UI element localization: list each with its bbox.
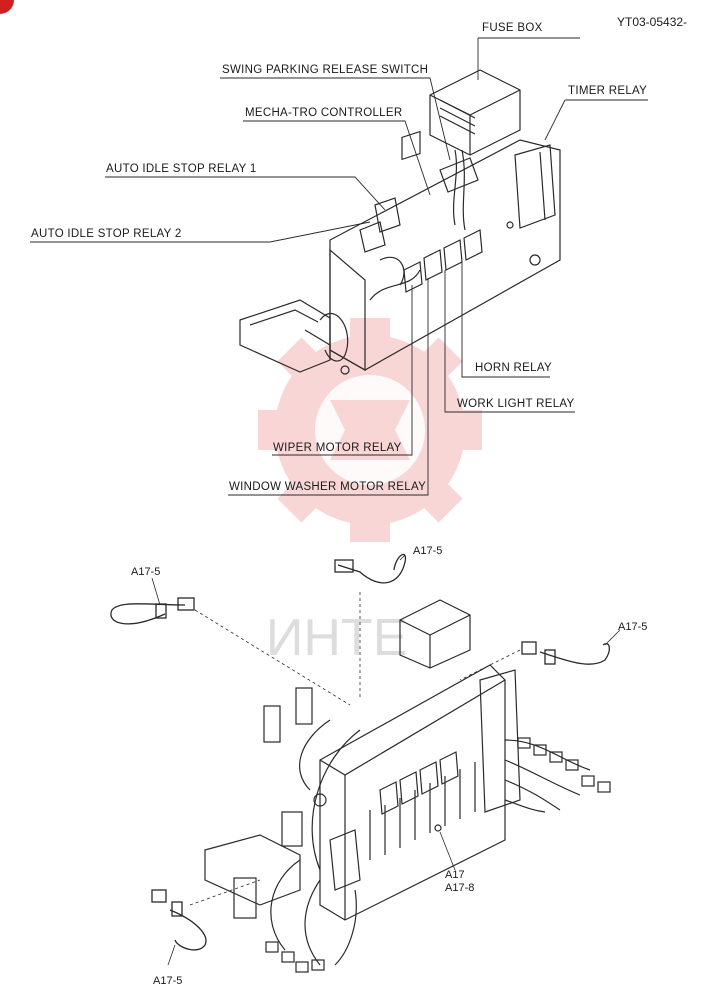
- upper-assembly: [239, 69, 561, 375]
- label-work-light-relay: WORK LIGHT RELAY: [457, 398, 575, 410]
- label-fuse-box: FUSE BOX: [482, 22, 543, 34]
- label-timer-relay: TIMER RELAY: [568, 85, 648, 97]
- ref-a17-8: A17-8: [445, 882, 475, 894]
- leader-lines-upper: [30, 37, 648, 496]
- label-window-washer-motor-relay: WINDOW WASHER MOTOR RELAY: [229, 481, 427, 493]
- watermark-logo: [258, 318, 482, 542]
- label-swing-parking-release-switch: SWING PARKING RELEASE SWITCH: [222, 64, 429, 76]
- ref-a17-5-right: A17-5: [618, 621, 648, 633]
- leader-lines-lower: [189, 592, 521, 906]
- watermark-text: ИНТЕ: [266, 609, 407, 667]
- ref-a17: A17: [445, 869, 465, 881]
- ref-a17-5-top-center: A17-5: [413, 545, 443, 557]
- ref-a17-5-top-left: A17-5: [131, 566, 161, 578]
- leader-lines-refs: [151, 554, 621, 966]
- lower-assembly: [204, 599, 611, 973]
- label-mecha-tro-controller: MECHA-TRO CONTROLLER: [245, 107, 403, 119]
- label-auto-idle-stop-relay-2: AUTO IDLE STOP RELAY 2: [31, 228, 182, 240]
- harness-pieces: [110, 553, 610, 951]
- ref-a17-5-bottom-left: A17-5: [153, 975, 183, 987]
- label-wiper-motor-relay: WIPER MOTOR RELAY: [273, 442, 402, 454]
- label-horn-relay: HORN RELAY: [475, 362, 552, 374]
- label-auto-idle-stop-relay-1: AUTO IDLE STOP RELAY 1: [106, 163, 257, 175]
- document-id: YT03-05432-: [617, 15, 688, 29]
